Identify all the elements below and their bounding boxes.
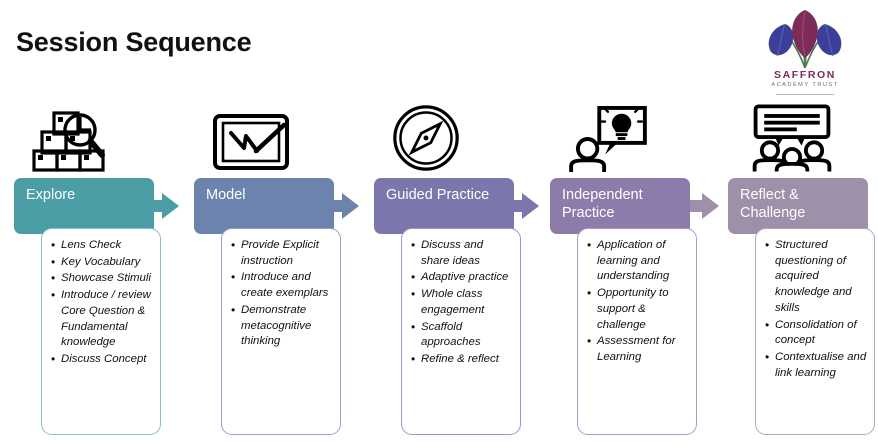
list-item: Demonstrate metacognitive thinking bbox=[231, 302, 334, 350]
stage-card-explore: Lens Check Key Vocabulary Showcase Stimu… bbox=[41, 228, 161, 435]
logo-subtitle: ACADEMY TRUST bbox=[771, 82, 839, 89]
saffron-academy-trust-logo: SAFFRON ACADEMY TRUST bbox=[737, 8, 873, 95]
arrow-independent-to-reflect bbox=[676, 192, 720, 220]
stage-label: Independent Practice bbox=[562, 187, 643, 221]
list-item: Key Vocabulary bbox=[51, 254, 154, 271]
group-discussion-icon bbox=[728, 96, 848, 172]
list-item: Introduce / review Core Question & Funda… bbox=[51, 287, 154, 351]
stage-card-guided-practice: Discuss and share ideas Adaptive practic… bbox=[401, 228, 521, 435]
compass-icon bbox=[374, 96, 494, 172]
list-item: Contextualise and link learning bbox=[765, 349, 868, 381]
person-idea-bubble-icon bbox=[550, 96, 670, 172]
logo-name: SAFFRON bbox=[774, 69, 836, 81]
bullet-list-guided-practice: Discuss and share ideas Adaptive practic… bbox=[408, 237, 514, 368]
list-item: Refine & reflect bbox=[411, 351, 514, 368]
list-item: Showcase Stimuli bbox=[51, 270, 154, 287]
logo-divider bbox=[776, 93, 834, 95]
list-item: Structured questioning of acquired knowl… bbox=[765, 237, 868, 317]
list-item: Introduce and create exemplars bbox=[231, 269, 334, 301]
stage-label: Reflect & Challenge bbox=[740, 187, 806, 221]
stage-guided-practice: Guided Practice Discuss and share ideas … bbox=[374, 0, 542, 445]
list-item: Scaffold approaches bbox=[411, 319, 514, 351]
list-item: Assessment for Learning bbox=[587, 333, 690, 365]
crocus-flower-icon bbox=[755, 8, 855, 70]
stage-independent-practice: Independent Practice Application of lear… bbox=[550, 0, 718, 445]
list-item: Lens Check bbox=[51, 237, 154, 254]
stage-header-independent-practice[interactable]: Independent Practice bbox=[550, 178, 690, 234]
whiteboard-pen-icon bbox=[194, 96, 314, 172]
arrow-guided-to-independent bbox=[496, 192, 540, 220]
list-item: Application of learning and understandin… bbox=[587, 237, 690, 285]
list-item: Opportunity to support & challenge bbox=[587, 285, 690, 333]
stage-header-reflect-challenge[interactable]: Reflect & Challenge bbox=[728, 178, 868, 234]
list-item: Discuss Concept bbox=[51, 351, 154, 368]
list-item: Whole class engagement bbox=[411, 286, 514, 318]
stage-header-guided-practice[interactable]: Guided Practice bbox=[374, 178, 514, 234]
stage-explore: Explore Lens Check Key Vocabulary Showca… bbox=[14, 0, 182, 445]
stage-model: Model Provide Explicit instruction Intro… bbox=[194, 0, 362, 445]
stage-label: Model bbox=[206, 187, 246, 203]
bullet-list-independent-practice: Application of learning and understandin… bbox=[584, 237, 690, 366]
stage-card-model: Provide Explicit instruction Introduce a… bbox=[221, 228, 341, 435]
stage-card-independent-practice: Application of learning and understandin… bbox=[577, 228, 697, 435]
stage-label: Explore bbox=[26, 187, 76, 203]
list-item: Consolidation of concept bbox=[765, 317, 868, 349]
stage-card-reflect-challenge: Structured questioning of acquired knowl… bbox=[755, 228, 875, 435]
list-item: Adaptive practice bbox=[411, 269, 514, 286]
arrow-explore-to-model bbox=[136, 192, 180, 220]
arrow-model-to-guided bbox=[316, 192, 360, 220]
list-item: Provide Explicit instruction bbox=[231, 237, 334, 269]
bullet-list-reflect-challenge: Structured questioning of acquired knowl… bbox=[762, 237, 868, 382]
list-item: Discuss and share ideas bbox=[411, 237, 514, 269]
stage-header-model[interactable]: Model bbox=[194, 178, 334, 234]
stage-reflect-challenge: Reflect & Challenge Structured questioni… bbox=[728, 0, 878, 445]
bullet-list-model: Provide Explicit instruction Introduce a… bbox=[228, 237, 334, 350]
boxes-magnifier-icon bbox=[14, 96, 134, 172]
stage-label: Guided Practice bbox=[386, 187, 490, 203]
stage-header-explore[interactable]: Explore bbox=[14, 178, 154, 234]
page-title: Session Sequence bbox=[16, 27, 252, 57]
bullet-list-explore: Lens Check Key Vocabulary Showcase Stimu… bbox=[48, 237, 154, 368]
